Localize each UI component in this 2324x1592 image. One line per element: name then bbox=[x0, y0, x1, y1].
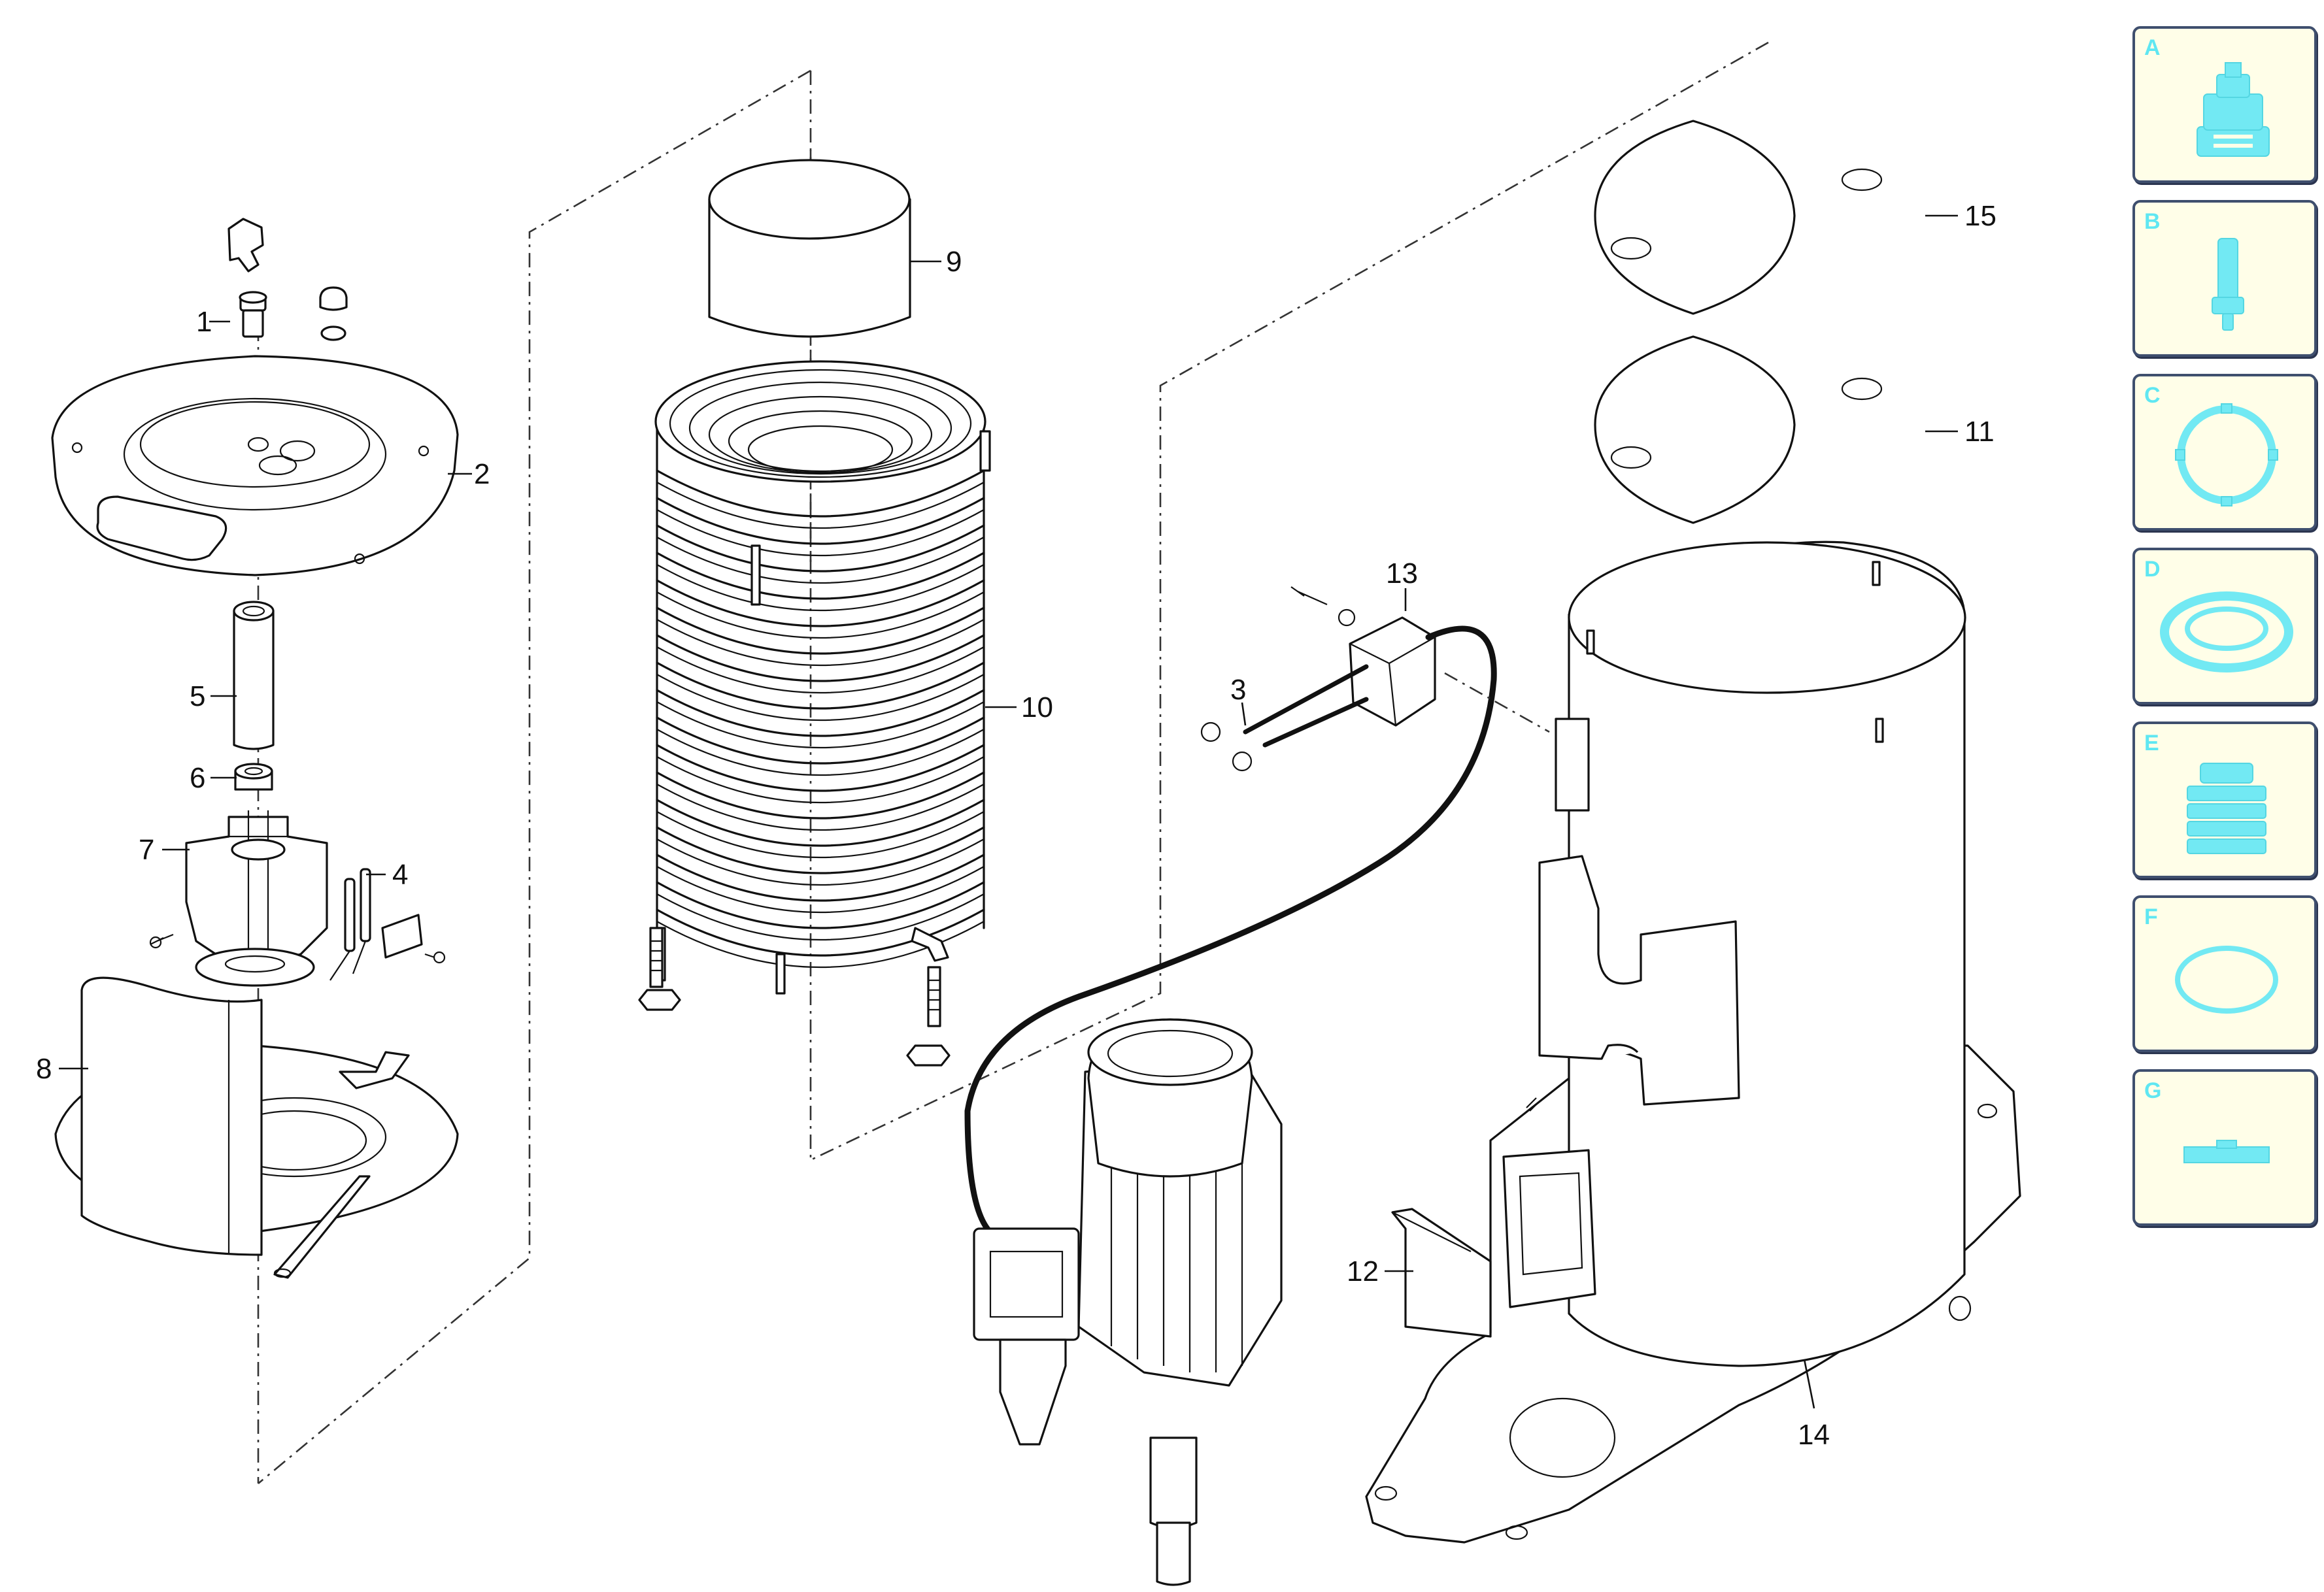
coil-turn bbox=[656, 497, 985, 545]
tile-d-letter: D bbox=[2144, 557, 2161, 582]
callout-labels: 1 2 3 4 5 6 7 8 9 10 11 12 13 14 15 bbox=[36, 200, 1996, 1451]
coil-turn-edge bbox=[656, 509, 985, 557]
part-10-heating-coil bbox=[638, 360, 991, 1067]
tile-g[interactable]: G bbox=[2132, 1069, 2317, 1226]
bushing-icon bbox=[2187, 763, 2266, 854]
coil-turn-edge bbox=[656, 784, 985, 831]
pin-icon bbox=[2212, 238, 2244, 331]
part-4-electrodes bbox=[329, 868, 446, 981]
callout-9: 9 bbox=[946, 246, 962, 278]
coil-turn-edge bbox=[656, 866, 985, 914]
callout-8: 8 bbox=[36, 1053, 52, 1085]
tile-f-letter: F bbox=[2144, 904, 2158, 929]
coil-turn-edge bbox=[656, 537, 985, 584]
coil-turn bbox=[656, 826, 985, 874]
coil-turn bbox=[656, 661, 985, 710]
coil-turn bbox=[656, 771, 985, 820]
tile-c[interactable]: C bbox=[2132, 374, 2317, 531]
tile-a[interactable]: A bbox=[2132, 26, 2317, 183]
coil-turn bbox=[656, 716, 985, 765]
part-6-nut bbox=[234, 763, 273, 791]
callout-13: 13 bbox=[1386, 557, 1418, 589]
tile-f[interactable]: F bbox=[2132, 895, 2317, 1052]
callout-12: 12 bbox=[1347, 1255, 1379, 1287]
callout-4: 4 bbox=[392, 859, 408, 891]
part-11-disc bbox=[1594, 335, 1883, 524]
callout-11: 11 bbox=[1964, 416, 1995, 448]
coil-turn-edge bbox=[656, 811, 985, 859]
callout-14: 14 bbox=[1798, 1419, 1830, 1451]
tile-b-letter: B bbox=[2144, 209, 2161, 234]
coil-turn-edge bbox=[656, 646, 985, 694]
tile-c-letter: C bbox=[2144, 383, 2161, 408]
coil-turn bbox=[656, 689, 985, 737]
coil-turn-edge bbox=[656, 619, 985, 667]
coil-turn-edge bbox=[656, 893, 985, 941]
tile-e-letter: E bbox=[2144, 731, 2159, 755]
coil-turn bbox=[656, 744, 985, 792]
callout-7: 7 bbox=[139, 834, 154, 866]
callout-10: 10 bbox=[1021, 691, 1053, 723]
pump-motor bbox=[973, 1018, 1283, 1586]
part-12-panel bbox=[1391, 1208, 1492, 1338]
coil-turn bbox=[656, 799, 985, 847]
seal-ring-icon bbox=[2160, 591, 2293, 672]
coil-turn bbox=[656, 552, 985, 600]
o-ring-icon bbox=[2175, 946, 2278, 1014]
coil-turn-edge bbox=[656, 591, 985, 639]
exploded-parts-diagram: 1 2 3 4 5 6 7 8 9 10 11 12 13 14 15 bbox=[36, 41, 2021, 1586]
coil-turn-edge bbox=[656, 838, 985, 886]
part-13-junction-box bbox=[964, 586, 1550, 1238]
part-category-sidebar: A B C D bbox=[2132, 26, 2319, 1243]
callout-5: 5 bbox=[190, 680, 205, 712]
coil-turn-edge bbox=[656, 674, 985, 721]
part-5-tube bbox=[233, 601, 275, 750]
part-1-fitting bbox=[227, 218, 348, 341]
callout-15: 15 bbox=[1964, 200, 1996, 232]
part-7-bracket bbox=[149, 810, 328, 987]
coil-turn bbox=[656, 469, 985, 518]
coil-turn bbox=[656, 634, 985, 682]
part-2-burner-plate bbox=[51, 355, 459, 576]
part-9-inner-cylinder bbox=[708, 159, 911, 338]
part-14-housing bbox=[1365, 540, 2021, 1544]
nozzle-assembly-icon bbox=[2197, 62, 2270, 157]
coil-turn-edge bbox=[656, 756, 985, 804]
coil-turn-edge bbox=[656, 564, 985, 612]
callout-1: 1 bbox=[196, 306, 212, 338]
coil-turn bbox=[656, 908, 985, 957]
coil-turn bbox=[656, 854, 985, 902]
coil-turn-edge bbox=[656, 701, 985, 749]
part-15-top-disc bbox=[1594, 120, 1883, 315]
coil-turn bbox=[656, 881, 985, 929]
callout-3: 3 bbox=[1230, 674, 1246, 706]
tile-a-letter: A bbox=[2144, 35, 2161, 60]
tile-e[interactable]: E bbox=[2132, 721, 2317, 878]
coil-turn-edge bbox=[656, 482, 985, 529]
coil-turn bbox=[656, 606, 985, 655]
coil-turn bbox=[656, 579, 985, 627]
callout-6: 6 bbox=[190, 762, 205, 794]
tile-b[interactable]: B bbox=[2132, 200, 2317, 357]
tile-d[interactable]: D bbox=[2132, 548, 2317, 705]
tile-g-letter: G bbox=[2144, 1078, 2162, 1103]
coil-turn bbox=[656, 524, 985, 572]
coil-turn-edge bbox=[656, 729, 985, 776]
part-8-burner-base bbox=[54, 976, 459, 1279]
callout-2: 2 bbox=[474, 458, 490, 490]
flat-plate-icon bbox=[2183, 1140, 2270, 1163]
gasket-ring-icon bbox=[2175, 403, 2278, 506]
